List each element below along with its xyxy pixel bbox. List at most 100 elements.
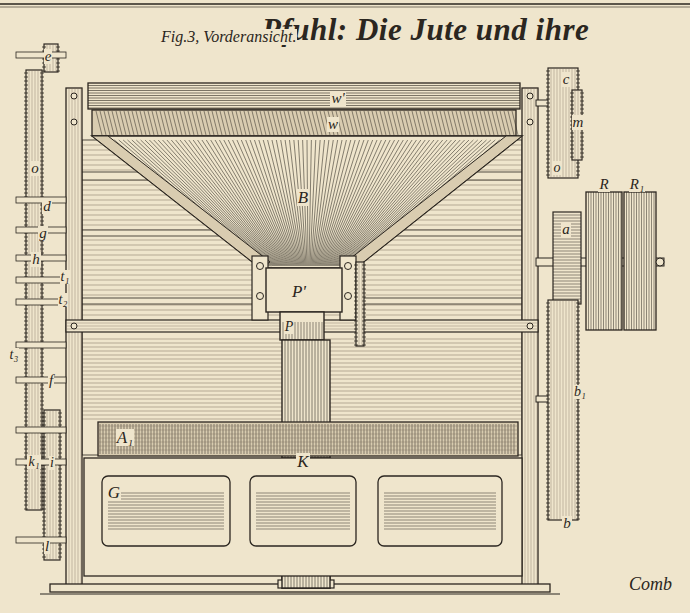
hatch-line [361, 424, 362, 454]
part-letter: e [44, 49, 53, 64]
hatch-line [58, 553, 62, 554]
hatch-line [58, 457, 62, 458]
hatch-line [24, 73, 28, 74]
hatch-line [546, 507, 550, 508]
hatch-line [430, 424, 431, 454]
hatch-line [546, 375, 550, 376]
part-outline [586, 192, 622, 330]
hatch-line [256, 493, 350, 494]
hatch-line [576, 319, 580, 320]
hatch-line [58, 497, 62, 498]
hatch-line [40, 361, 44, 362]
hatch-line [553, 248, 581, 249]
hatch-line [40, 269, 44, 270]
hatch-line [40, 397, 44, 398]
hatch-line [40, 341, 44, 342]
hatch-line [362, 301, 366, 302]
hatch-line [493, 424, 494, 454]
hatch-line [24, 421, 28, 422]
hatch-line [354, 293, 358, 294]
hatch-line [40, 129, 44, 130]
hatch-line [42, 457, 46, 458]
hatch-line [384, 523, 496, 524]
hatch-line [448, 424, 449, 454]
hatch-line [576, 507, 580, 508]
hatch-line [601, 192, 602, 330]
hatch-line [546, 147, 550, 148]
hatch-line [382, 424, 383, 454]
hatch-line [40, 393, 44, 394]
right-drive [536, 68, 664, 520]
hatch-line [546, 355, 550, 356]
hatch-line [304, 424, 305, 454]
hatch-line [384, 496, 496, 497]
hatch-line [24, 493, 28, 494]
hatch-line [24, 217, 28, 218]
hatch-line [546, 131, 550, 132]
hatch-line [576, 331, 580, 332]
hatch-line [58, 417, 62, 418]
hatch-line [88, 95, 520, 96]
part-outline [280, 312, 324, 340]
hatch-line [397, 424, 398, 454]
hatch-line [576, 303, 580, 304]
hatch-line [24, 273, 28, 274]
hatch-line [148, 424, 149, 454]
part-outline [16, 459, 66, 465]
hatch-line [367, 424, 368, 454]
hatch-line [576, 75, 580, 76]
hatch-line [106, 424, 107, 454]
part-letter: R₁ [629, 177, 645, 192]
part-letter: f [48, 373, 54, 388]
hatch-line [384, 520, 496, 521]
hatch-line [484, 424, 485, 454]
part-letter: c [562, 72, 571, 87]
hatch-line [69, 88, 70, 588]
hatch-line [247, 424, 248, 454]
part-letter: a [561, 222, 571, 237]
hatch-line [42, 493, 46, 494]
hatch-line [40, 389, 44, 390]
hatch-line [394, 424, 395, 454]
hatch-line [24, 333, 28, 334]
hatch-line [56, 71, 60, 72]
hatch-line [553, 245, 581, 246]
hatch-line [421, 424, 422, 454]
hatch-line [42, 489, 46, 490]
hatch-line [546, 503, 550, 504]
hatch-line [274, 424, 275, 454]
hatch-line [40, 353, 44, 354]
hatch-line [181, 424, 182, 454]
hatch-line [24, 161, 28, 162]
hatch-line [580, 101, 584, 102]
hatch-line [362, 317, 366, 318]
hatch-line [42, 445, 46, 446]
hatch-line [406, 424, 407, 454]
hatch-line [319, 424, 320, 454]
hatch-line [42, 47, 46, 48]
hatch-line [158, 140, 275, 266]
hatch-line [24, 193, 28, 194]
hatch-line [42, 421, 46, 422]
hatch-line [354, 297, 358, 298]
hatch-line [24, 389, 28, 390]
hatch-line [58, 421, 62, 422]
hatch-line [24, 293, 28, 294]
hatch-line [217, 424, 218, 454]
hatch-line [88, 93, 520, 94]
hatch-line [190, 424, 191, 454]
hatch-line [58, 481, 62, 482]
hatch-line [546, 463, 550, 464]
hatch-line [576, 431, 580, 432]
hatch-line [354, 305, 358, 306]
hatch-line [546, 499, 550, 500]
hatch-line [280, 424, 281, 454]
hatch-line [343, 140, 464, 266]
hatch-line [576, 415, 580, 416]
hatch-line [58, 513, 62, 514]
hatch-line [553, 296, 581, 297]
hatch-line [576, 403, 580, 404]
hatch-line [427, 424, 428, 454]
hatch-line [546, 371, 550, 372]
